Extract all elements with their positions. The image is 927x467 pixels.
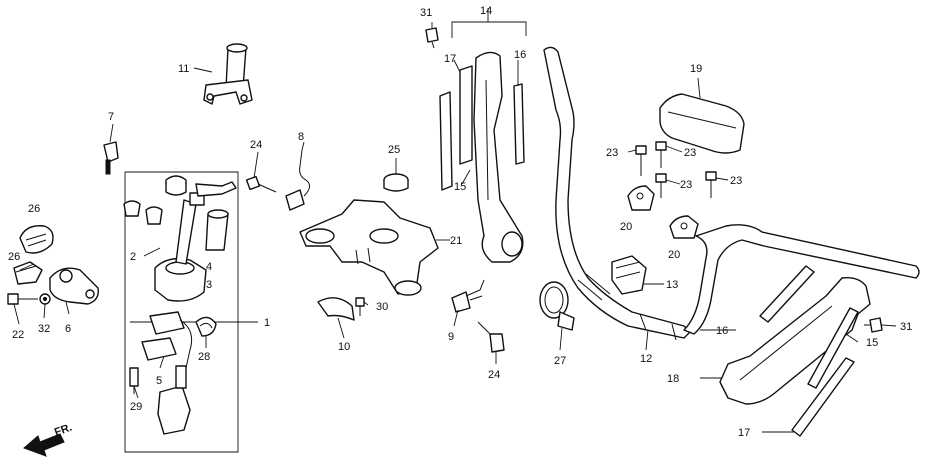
part-7-key bbox=[103, 141, 119, 175]
callout-32: 32 bbox=[38, 323, 50, 335]
part-15-left-grip-cover bbox=[473, 51, 524, 263]
part-29-bulb bbox=[129, 367, 139, 394]
part-20-holder-lower bbox=[669, 215, 699, 239]
callout-14: 14 bbox=[480, 5, 492, 17]
part-5-switch-assembly bbox=[141, 311, 193, 435]
callout-15-right: 15 bbox=[866, 337, 878, 349]
callout-labels: 1 2 3 4 5 6 7 8 9 10 11 12 13 14 15 15 1… bbox=[8, 5, 912, 439]
callout-23-d: 23 bbox=[730, 175, 742, 187]
callout-19: 19 bbox=[690, 63, 702, 75]
callout-31-top: 31 bbox=[420, 7, 432, 19]
callout-13: 13 bbox=[666, 279, 678, 291]
part-30-bolt bbox=[355, 297, 365, 316]
callout-5: 5 bbox=[156, 375, 162, 387]
callout-26-upper: 26 bbox=[28, 203, 40, 215]
part-19-upper-cover bbox=[659, 93, 745, 154]
part-16-strip-right bbox=[759, 265, 815, 323]
part-10-band bbox=[317, 297, 355, 321]
callout-28: 28 bbox=[198, 351, 210, 363]
part-24-bolt-lower bbox=[477, 321, 505, 353]
part-17-strip-left bbox=[439, 65, 473, 191]
callout-1: 1 bbox=[264, 317, 270, 329]
leader-lines bbox=[13, 22, 897, 433]
callout-2: 2 bbox=[130, 251, 136, 263]
callout-23-a: 23 bbox=[606, 147, 618, 159]
handlebar bbox=[543, 46, 920, 341]
callout-17-right: 17 bbox=[738, 427, 750, 439]
callout-24-lower: 24 bbox=[488, 369, 500, 381]
callout-12: 12 bbox=[640, 353, 652, 365]
part-28-clip bbox=[195, 316, 217, 337]
callout-6: 6 bbox=[65, 323, 71, 335]
part-4-key-cylinder bbox=[205, 209, 229, 251]
part-13-wire-holder bbox=[611, 255, 647, 295]
callout-22: 22 bbox=[12, 329, 24, 341]
callout-9: 9 bbox=[448, 331, 454, 343]
front-arrow-icon bbox=[23, 433, 65, 457]
callout-8: 8 bbox=[298, 131, 304, 143]
part-17-strip-right bbox=[791, 357, 855, 437]
callout-23-c: 23 bbox=[680, 179, 692, 191]
part-23-bolts bbox=[635, 141, 717, 198]
callout-4: 4 bbox=[206, 261, 212, 273]
part-6-bracket bbox=[49, 267, 99, 305]
callout-23-b: 23 bbox=[684, 147, 696, 159]
callout-7: 7 bbox=[108, 111, 114, 123]
callout-17-left: 17 bbox=[444, 53, 456, 65]
ignition-group-outline bbox=[124, 171, 258, 453]
callout-15-left: 15 bbox=[454, 181, 466, 193]
part-25-rubber-mount bbox=[383, 173, 409, 192]
part-22-bolt bbox=[7, 293, 38, 305]
callout-16-left: 16 bbox=[514, 49, 526, 61]
callout-16-right: 16 bbox=[716, 325, 728, 337]
callout-21: 21 bbox=[450, 235, 462, 247]
front-label: FR. bbox=[53, 421, 74, 438]
part-27-clamp bbox=[539, 281, 575, 331]
callout-31-right: 31 bbox=[900, 321, 912, 333]
part-20-holder-upper bbox=[627, 185, 655, 211]
callout-29: 29 bbox=[130, 401, 142, 413]
part-31-bolt-top bbox=[425, 27, 439, 49]
callout-18: 18 bbox=[667, 373, 679, 385]
callout-27: 27 bbox=[554, 355, 566, 367]
callout-30: 30 bbox=[376, 301, 388, 313]
front-direction-marker: FR. bbox=[23, 421, 74, 457]
callout-11: 11 bbox=[178, 63, 189, 75]
part-9-bracket bbox=[451, 279, 485, 313]
callout-20-upper: 20 bbox=[620, 221, 632, 233]
callout-3: 3 bbox=[206, 279, 212, 291]
callout-26-lower: 26 bbox=[8, 251, 20, 263]
callout-10: 10 bbox=[338, 341, 350, 353]
callout-24-upper: 24 bbox=[250, 139, 262, 151]
part-32-washer bbox=[39, 293, 51, 305]
part-8-wire-clamp bbox=[285, 149, 310, 211]
part-18-right-cover bbox=[719, 276, 871, 405]
part-31-bolt-right bbox=[864, 317, 883, 333]
part-11-key-cover bbox=[203, 43, 253, 105]
part-16-strip-left bbox=[513, 83, 525, 165]
ignition-top-pieces bbox=[123, 175, 237, 225]
part-26-switch-pieces bbox=[13, 225, 54, 285]
part-24-bolt-upper bbox=[245, 175, 277, 193]
part-14-grip-group bbox=[451, 8, 527, 38]
callout-25: 25 bbox=[388, 144, 400, 156]
part-2-ignition-body bbox=[154, 192, 207, 302]
part-15-strip-right bbox=[807, 307, 859, 389]
part-21-top-bridge bbox=[299, 199, 439, 296]
callout-20-lower: 20 bbox=[668, 249, 680, 261]
